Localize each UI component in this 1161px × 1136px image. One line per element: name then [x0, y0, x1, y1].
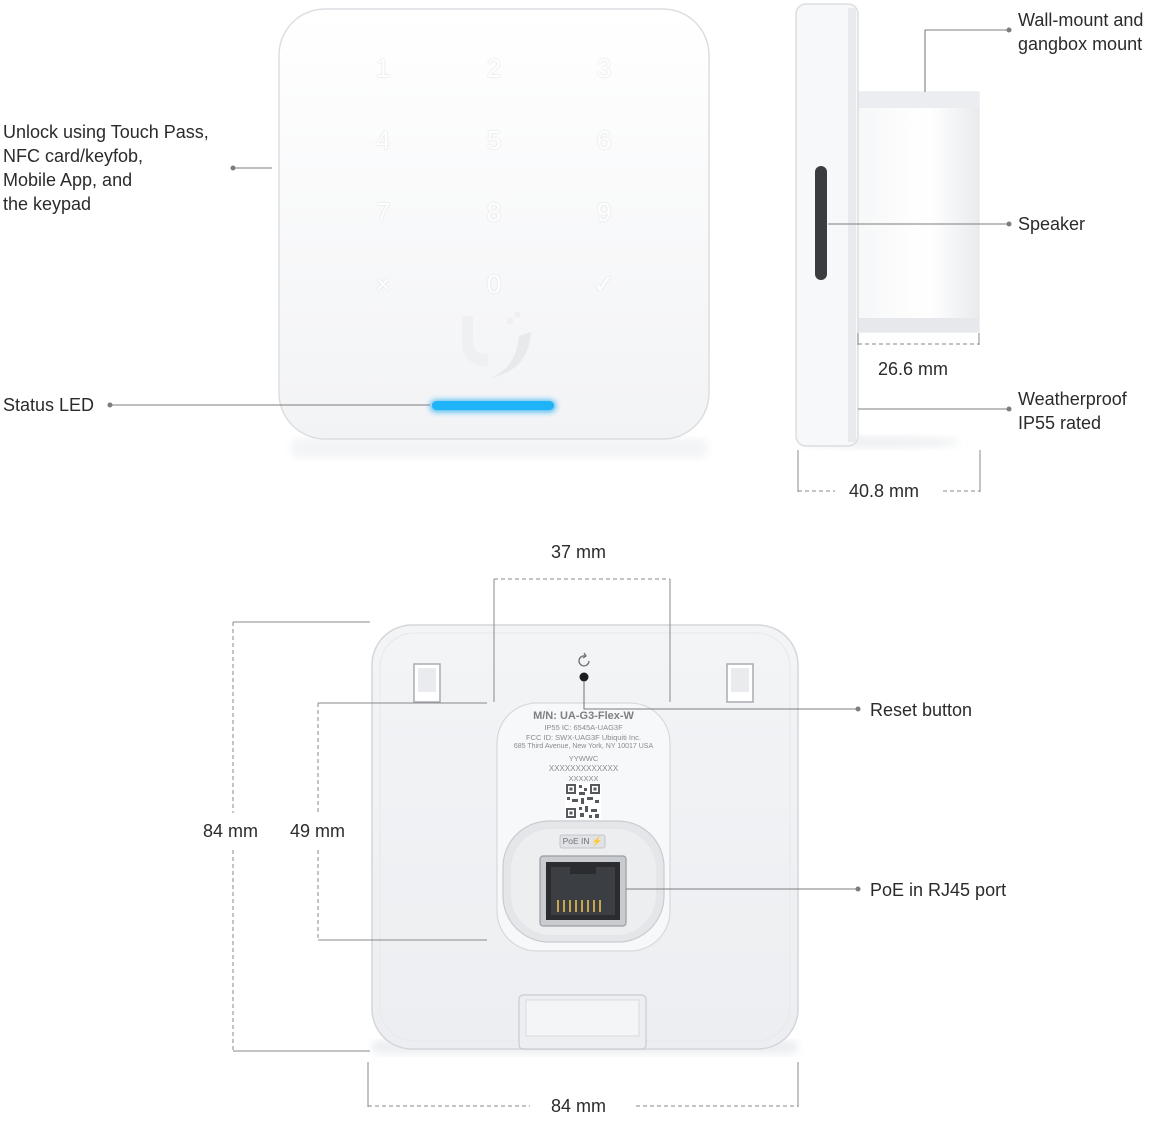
speaker-slot	[815, 166, 827, 280]
callout-unlock: Unlock using Touch Pass, NFC card/keyfob…	[3, 122, 209, 214]
key-confirm: ✓	[593, 269, 615, 299]
key-2: 2	[486, 53, 502, 83]
key-0: 0	[486, 269, 502, 299]
label-line6: XXXXXXXXXXXXX	[548, 764, 619, 773]
label-line3: FCC ID: SWX-UAG3F Ubiquiti Inc.	[525, 733, 642, 742]
key-4: 4	[375, 125, 391, 155]
reset-icon	[578, 652, 590, 667]
front-view	[278, 8, 710, 458]
key-cancel: ×	[375, 269, 391, 299]
qr-code	[565, 783, 601, 819]
callout-poe: PoE in RJ45 port	[870, 880, 1007, 900]
key-7: 7	[375, 197, 391, 227]
callout-wall-mount: Wall-mount and gangbox mount	[1018, 10, 1144, 54]
callout-speaker: Speaker	[1018, 214, 1086, 234]
callout-weatherproof: Weatherproof IP55 rated	[1018, 389, 1127, 433]
poe-tag	[559, 834, 606, 849]
dimension-lines	[232, 333, 981, 1107]
dim-mount-height: 49 mm	[290, 821, 346, 841]
front-device-body	[278, 8, 710, 440]
dim-height-total: 84 mm	[203, 821, 259, 841]
label-line4: 685 Third Avenue, New York, NY 10017 USA	[513, 743, 654, 750]
key-6: 6	[596, 125, 612, 155]
label-line2: IP55 IC: 6545A-UAG3F	[544, 723, 623, 732]
callout-status-led: Status LED	[3, 395, 95, 415]
leader-lines	[107, 27, 1012, 892]
ubiquiti-logo	[462, 312, 531, 378]
label-line7: XXXXXX	[568, 774, 599, 783]
label-model: M/N: UA-G3-Flex-W	[533, 710, 634, 722]
key-5: 5	[486, 125, 502, 155]
key-8: 8	[486, 197, 502, 227]
side-view	[795, 3, 980, 448]
callout-reset: Reset button	[870, 700, 973, 720]
dim-width-total: 84 mm	[551, 1096, 607, 1116]
key-1: 1	[375, 53, 391, 83]
poe-tag-label: PoE IN ⚡	[562, 836, 603, 846]
dim-depth-inner: 26.6 mm	[878, 359, 949, 379]
dim-depth-total: 40.8 mm	[849, 481, 920, 501]
dim-mount-width: 37 mm	[551, 542, 607, 562]
key-3: 3	[596, 53, 612, 83]
mount-block	[854, 91, 980, 333]
key-9: 9	[596, 197, 612, 227]
status-led	[432, 401, 554, 410]
label-line5: YYWWC	[568, 754, 599, 763]
reset-hole	[579, 672, 589, 682]
